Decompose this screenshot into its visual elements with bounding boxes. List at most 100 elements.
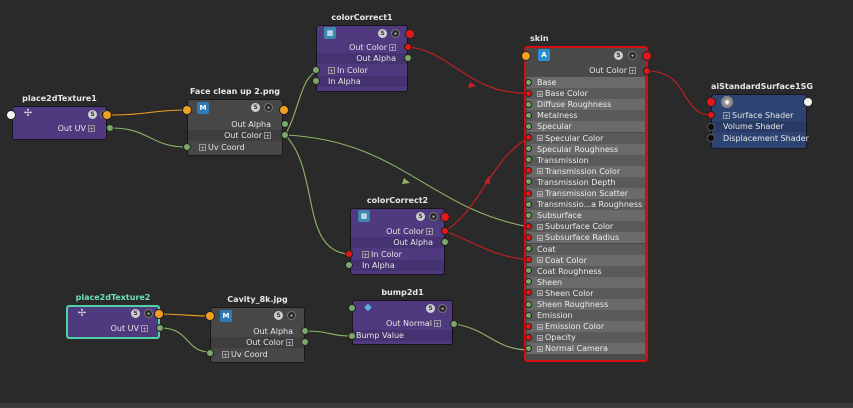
- expand-icon[interactable]: +: [537, 234, 543, 242]
- skin-attr-row[interactable]: Specular: [527, 121, 645, 133]
- input-port[interactable]: [205, 311, 215, 321]
- link-place2d2-uv[interactable]: [160, 327, 211, 353]
- skin-attr-row[interactable]: +Transmission Color: [527, 165, 645, 177]
- output-port[interactable]: [405, 29, 415, 39]
- skin-attr-row[interactable]: +Opacity: [527, 332, 645, 344]
- uv-coord-port[interactable]: [206, 349, 214, 357]
- node-place2dtexture2[interactable]: place2dTexture2 ✢ S • Out UV+: [66, 293, 160, 339]
- link-place2d1-uv[interactable]: [110, 127, 188, 148]
- swatch-button[interactable]: S: [378, 29, 387, 38]
- expand-icon[interactable]: +: [362, 251, 369, 259]
- skin-input-port[interactable]: [525, 200, 532, 208]
- skin-attr-row[interactable]: +Subsurface Color: [527, 221, 645, 233]
- displacement-shader-port[interactable]: [707, 134, 715, 142]
- skin-input-port[interactable]: [525, 78, 532, 86]
- volume-shader-port[interactable]: [707, 123, 715, 131]
- swatch-button[interactable]: S: [131, 309, 140, 318]
- options-button[interactable]: •: [429, 212, 438, 221]
- expand-icon[interactable]: +: [537, 223, 543, 231]
- options-button[interactable]: •: [438, 304, 447, 313]
- skin-attr-row[interactable]: +Transmission Scatter: [527, 188, 645, 199]
- expand-icon[interactable]: +: [537, 323, 543, 331]
- skin-attr-row[interactable]: Transmission: [527, 154, 645, 166]
- skin-attr-row[interactable]: Transmissio...a Roughness: [527, 199, 645, 211]
- skin-attr-row[interactable]: +Base Color: [527, 88, 645, 100]
- options-button[interactable]: •: [287, 311, 296, 320]
- out-color-port[interactable]: [643, 67, 651, 75]
- output-port[interactable]: [154, 309, 164, 319]
- node-bump2d1[interactable]: bump2d1 ◆ S • Out Normal+ Bump Value: [352, 288, 453, 345]
- skin-attr-row[interactable]: Specular Roughness: [527, 143, 645, 155]
- expand-icon[interactable]: +: [389, 44, 396, 52]
- expand-icon[interactable]: +: [88, 125, 95, 133]
- link-skin-sg[interactable]: [646, 70, 712, 116]
- skin-attr-row[interactable]: +Specular Color: [527, 132, 645, 144]
- out-alpha-port[interactable]: [281, 120, 289, 128]
- link-place2d1-orange[interactable]: [106, 109, 188, 116]
- skin-input-port[interactable]: [525, 267, 532, 275]
- skin-input-port[interactable]: [525, 289, 532, 297]
- skin-attr-row[interactable]: Sheen Roughness: [527, 299, 645, 310]
- link-cc2-skin-spec[interactable]: [444, 137, 529, 232]
- out-color-port[interactable]: [441, 227, 449, 235]
- skin-input-port[interactable]: [525, 134, 532, 141]
- skin-attr-row[interactable]: Metalness: [527, 110, 645, 122]
- link-cc2-skin-coat[interactable]: [444, 230, 529, 261]
- skin-input-port[interactable]: [525, 333, 532, 341]
- input-port[interactable]: [706, 97, 716, 107]
- out-color-port[interactable]: [281, 131, 289, 139]
- skin-attr-row[interactable]: Sheen: [527, 276, 645, 288]
- skin-input-port[interactable]: [525, 89, 532, 97]
- out-alpha-port[interactable]: [441, 238, 449, 246]
- node-shading-group[interactable]: aiStandardSurface1SG ◉ +Surface Shader V…: [711, 82, 813, 149]
- skin-attr-row[interactable]: +Normal Camera: [527, 343, 645, 355]
- link-cavity-bump[interactable]: [304, 330, 351, 337]
- options-button[interactable]: •: [628, 51, 637, 60]
- out-normal-port[interactable]: [450, 320, 458, 328]
- swatch-button[interactable]: S: [426, 304, 435, 313]
- skin-attr-row[interactable]: Subsurface: [527, 210, 645, 222]
- out-alpha-port[interactable]: [301, 327, 309, 335]
- skin-input-port[interactable]: [525, 322, 532, 330]
- surface-shader-port[interactable]: [707, 111, 715, 119]
- bump-value-port[interactable]: [348, 332, 356, 340]
- expand-icon[interactable]: +: [537, 135, 543, 142]
- in-alpha-port[interactable]: [345, 261, 353, 269]
- skin-attr-row[interactable]: Diffuse Roughness: [527, 99, 645, 111]
- output-port[interactable]: [440, 212, 450, 222]
- out-uv-port[interactable]: [106, 124, 114, 132]
- options-button[interactable]: •: [144, 309, 153, 318]
- skin-attr-row[interactable]: +Emission Color: [527, 321, 645, 333]
- skin-input-port[interactable]: [525, 300, 532, 308]
- expand-icon[interactable]: +: [264, 132, 271, 140]
- options-button[interactable]: •: [264, 103, 273, 112]
- skin-attr-row[interactable]: Base: [527, 77, 645, 88]
- swatch-button[interactable]: S: [88, 110, 97, 119]
- skin-input-port[interactable]: [525, 222, 532, 230]
- output-port[interactable]: [642, 51, 652, 61]
- expand-icon[interactable]: +: [537, 345, 543, 353]
- skin-input-port[interactable]: [525, 111, 532, 119]
- skin-attr-row[interactable]: Coat: [527, 243, 645, 255]
- swatch-button[interactable]: S: [416, 212, 425, 221]
- expand-icon[interactable]: +: [199, 144, 206, 152]
- node-cavity-texture[interactable]: Cavity_8k.jpg M S • Out Alpha Out Color+…: [210, 295, 305, 363]
- input-port[interactable]: [6, 110, 16, 120]
- skin-attr-row[interactable]: +Subsurface Radius: [527, 232, 645, 244]
- expand-icon[interactable]: +: [537, 190, 543, 198]
- input-port[interactable]: [348, 304, 356, 312]
- expand-icon[interactable]: +: [537, 334, 543, 342]
- skin-input-port[interactable]: [525, 233, 532, 241]
- skin-input-port[interactable]: [525, 178, 532, 186]
- expand-icon[interactable]: +: [222, 351, 229, 359]
- expand-icon[interactable]: +: [537, 168, 543, 176]
- skin-input-port[interactable]: [525, 156, 532, 164]
- expand-icon[interactable]: +: [537, 257, 543, 265]
- expand-icon[interactable]: +: [141, 325, 148, 333]
- skin-attr-row[interactable]: Coat Roughness: [527, 265, 645, 277]
- link-face-skin[interactable]: [284, 134, 531, 228]
- node-colorcorrect2[interactable]: colorCorrect2 ▦ S • Out Color+ Out Alpha…: [350, 196, 445, 275]
- link-face-cc2[interactable]: [284, 134, 349, 255]
- input-port[interactable]: [182, 105, 192, 115]
